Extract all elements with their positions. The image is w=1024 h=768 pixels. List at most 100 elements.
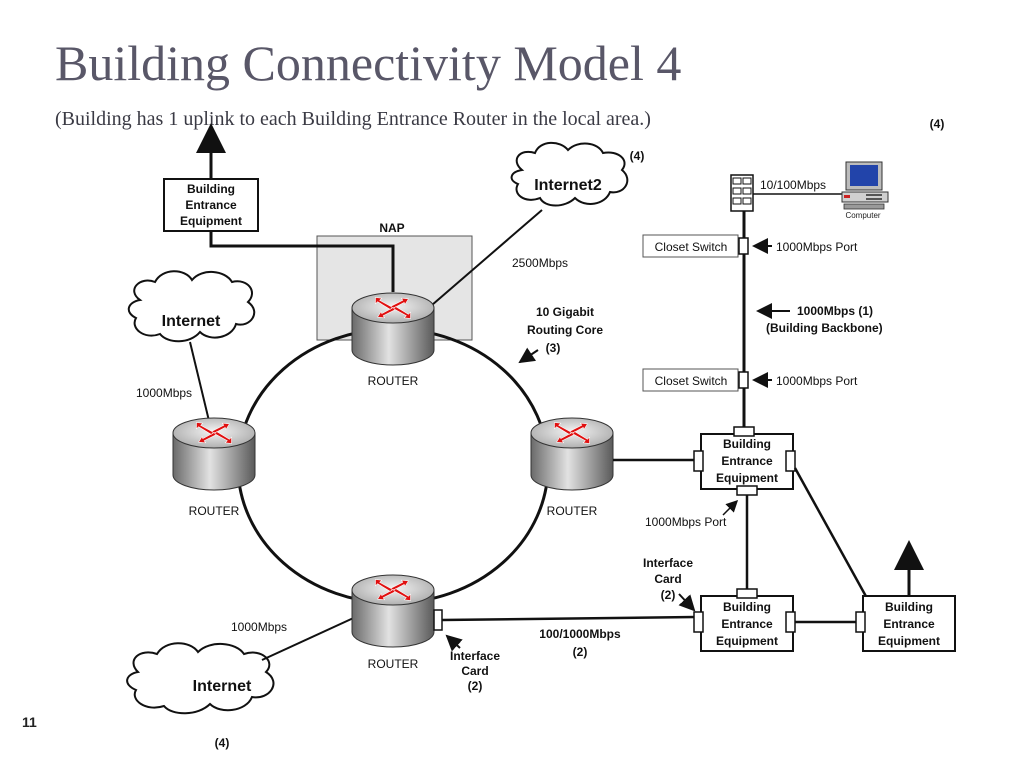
svg-text:10 Gigabit: 10 Gigabit (536, 305, 594, 319)
bee-label: Equipment (878, 634, 940, 648)
core-label: (3) (546, 341, 561, 355)
port-label: 1000Mbps Port (776, 240, 858, 254)
bee-label: Building (723, 600, 771, 614)
slide-number: 11 (22, 714, 37, 730)
top-right-note: (4) (930, 117, 945, 131)
backbone-label: (Building Backbone) (766, 321, 883, 335)
bee-port (785, 611, 796, 633)
router-to-bee-link (441, 615, 696, 622)
interface-card-label: Card (461, 664, 488, 678)
internet-bottom-link (261, 614, 361, 661)
router-label: ROUTER (368, 374, 419, 388)
router-label: ROUTER (189, 504, 240, 518)
bee-label: Entrance (883, 617, 935, 631)
bee-label: Building (723, 437, 771, 451)
internet2-note: (4) (630, 149, 645, 163)
interface-card-label: Interface (450, 649, 500, 663)
bee-diagonal-link (793, 467, 870, 601)
interface-card-label: Card (654, 572, 681, 586)
internet-cloud-bottom (126, 642, 275, 715)
svg-text:Building: Building (723, 437, 771, 451)
svg-text:Interface: Interface (643, 556, 693, 570)
link-speed-label: 100/1000Mbps (539, 627, 621, 641)
port-arrow (722, 499, 739, 516)
port-label: 1000Mbps Port (776, 374, 858, 388)
svg-text:Interface: Interface (450, 649, 500, 663)
svg-text:Entrance: Entrance (185, 198, 237, 212)
svg-text:1000Mbps (1): 1000Mbps (1) (797, 304, 873, 318)
computer-label: Computer (845, 211, 880, 220)
svg-text:Building: Building (885, 600, 933, 614)
internet-left-speed: 1000Mbps (136, 386, 192, 400)
internet-cloud-left (127, 270, 256, 343)
interface-card-arrow (445, 634, 463, 652)
svg-text:(3): (3) (546, 341, 561, 355)
core-pointer-arrow (518, 347, 539, 364)
svg-text:100/1000Mbps: 100/1000Mbps (539, 627, 621, 641)
bee-label: Equipment (180, 214, 242, 228)
bee-label: Equipment (716, 471, 778, 485)
interface-card-label: (2) (661, 588, 676, 602)
svg-text:(Building Backbone): (Building Backbone) (766, 321, 883, 335)
port-label: 1000Mbps Port (645, 515, 727, 529)
nap-label: NAP (379, 221, 404, 235)
closet-switch-label: Closet Switch (655, 240, 728, 254)
interface-card-port (433, 609, 443, 631)
routing-core-ring (236, 327, 550, 605)
interface-card-label: (2) (468, 679, 483, 693)
pc-link-speed: 10/100Mbps (760, 178, 826, 192)
core-label: 10 Gigabit (536, 305, 594, 319)
page-title: Building Connectivity Model 4 (55, 35, 682, 91)
patch-panel (730, 174, 754, 212)
bee-port (693, 450, 704, 472)
bee-port (855, 611, 866, 633)
closet-switch-label: Closet Switch (655, 374, 728, 388)
router-label: ROUTER (368, 657, 419, 671)
internet-left-link (189, 341, 211, 426)
backbone-label: 1000Mbps (1) (797, 304, 873, 318)
bee-port (736, 588, 758, 599)
bee-label: Entrance (721, 454, 773, 468)
bee-top-left (163, 178, 259, 232)
router-top (351, 292, 435, 366)
svg-text:Equipment: Equipment (180, 214, 242, 228)
router-label: ROUTER (547, 504, 598, 518)
computer-icon (841, 161, 889, 210)
link-speed-label: (2) (573, 645, 588, 659)
closet-switch-bottom (642, 368, 739, 392)
interface-card-arrow (678, 593, 696, 612)
svg-text:Card: Card (654, 572, 681, 586)
router-left (172, 417, 256, 491)
bee-label: Entrance (721, 617, 773, 631)
svg-text:Entrance: Entrance (721, 617, 773, 631)
bee-label: Building (187, 182, 235, 196)
internet2-label: Internet2 (534, 177, 602, 194)
internet-bottom-note: (4) (215, 736, 230, 750)
svg-text:Entrance: Entrance (883, 617, 935, 631)
bee-port (785, 450, 796, 472)
svg-text:(2): (2) (468, 679, 483, 693)
interface-card-label: Interface (643, 556, 693, 570)
svg-text:Routing Core: Routing Core (527, 323, 603, 337)
bee-port (733, 426, 755, 437)
svg-text:Equipment: Equipment (716, 634, 778, 648)
bee-label: Equipment (716, 634, 778, 648)
svg-text:(2): (2) (573, 645, 588, 659)
internet2-link (431, 209, 543, 306)
svg-text:Equipment: Equipment (878, 634, 940, 648)
internet2-speed: 2500Mbps (512, 256, 568, 270)
closet-switch-port (738, 371, 749, 389)
bee-label: Entrance (185, 198, 237, 212)
svg-text:Building: Building (723, 600, 771, 614)
closet-switch-top (642, 234, 739, 258)
closet-switch-port (738, 237, 749, 255)
bee-to-nap-router-link (209, 231, 395, 292)
bee-right (862, 595, 956, 652)
internet-left-label: Internet (162, 313, 221, 330)
svg-text:Building: Building (187, 182, 235, 196)
internet2-cloud (510, 141, 629, 207)
core-label: Routing Core (527, 323, 603, 337)
router-bottom (351, 574, 443, 648)
svg-text:Card: Card (461, 664, 488, 678)
